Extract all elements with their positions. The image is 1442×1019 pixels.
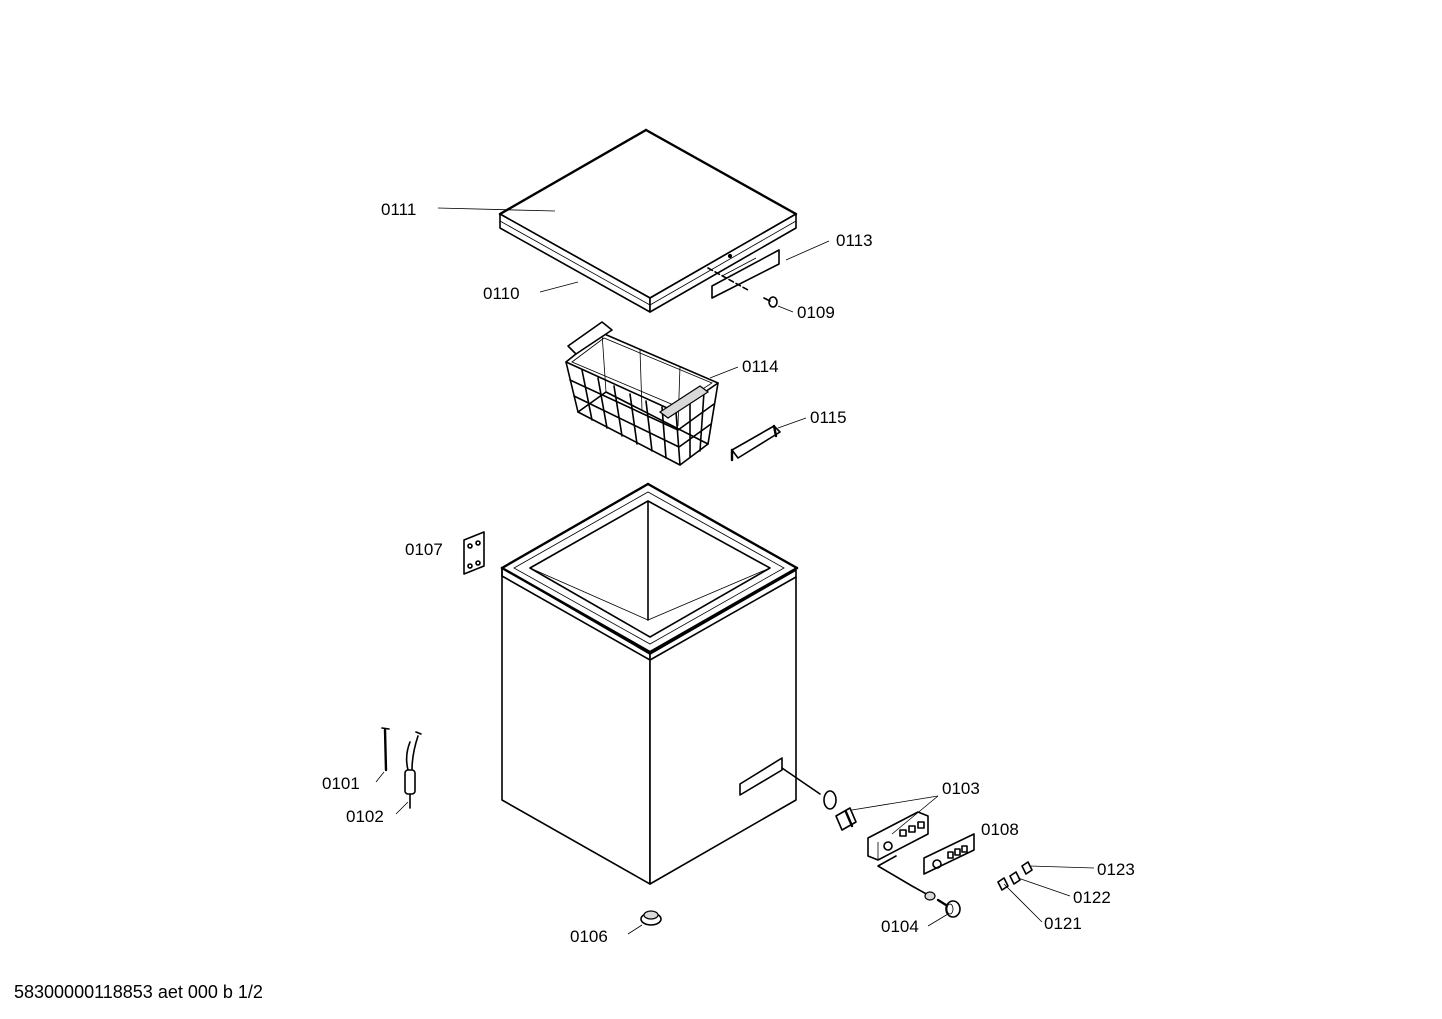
lid	[498, 128, 798, 313]
drawing-number: 58300000118853 aet 000 b 1/2	[14, 982, 263, 1002]
capillary-tube	[404, 731, 422, 809]
wire-basket	[565, 321, 719, 466]
control-knob	[877, 855, 961, 918]
lock-strip	[707, 249, 780, 299]
callout-0121: 0121	[1044, 914, 1082, 933]
callout-0123: 0123	[1097, 860, 1135, 879]
leader-lines	[375, 207, 1095, 935]
lock-key	[763, 296, 778, 308]
callout-0103: 0103	[942, 779, 980, 798]
callout-0104: 0104	[881, 917, 919, 936]
handle-bar	[730, 424, 781, 462]
indicator-lamps	[997, 861, 1033, 891]
callout-0115: 0115	[810, 408, 847, 427]
freezer-cabinet	[500, 482, 799, 885]
callout-0109: 0109	[797, 303, 835, 322]
callout-0113: 0113	[836, 231, 873, 250]
adjustable-foot	[640, 910, 662, 926]
callout-0111: 0111	[381, 200, 416, 219]
temperature-sensor	[381, 727, 390, 772]
control-panel-cover	[923, 833, 975, 875]
callout-0107: 0107	[405, 540, 443, 559]
callout-0106: 0106	[570, 927, 608, 946]
callout-0122: 0122	[1073, 888, 1111, 907]
callout-0114: 0114	[742, 357, 779, 376]
thermostat-assembly	[781, 767, 929, 861]
callout-0108: 0108	[981, 820, 1019, 839]
callout-0101: 0101	[322, 774, 360, 793]
callout-0110: 0110	[483, 284, 520, 303]
hinge-plate	[463, 531, 485, 575]
callout-0102: 0102	[346, 807, 384, 826]
